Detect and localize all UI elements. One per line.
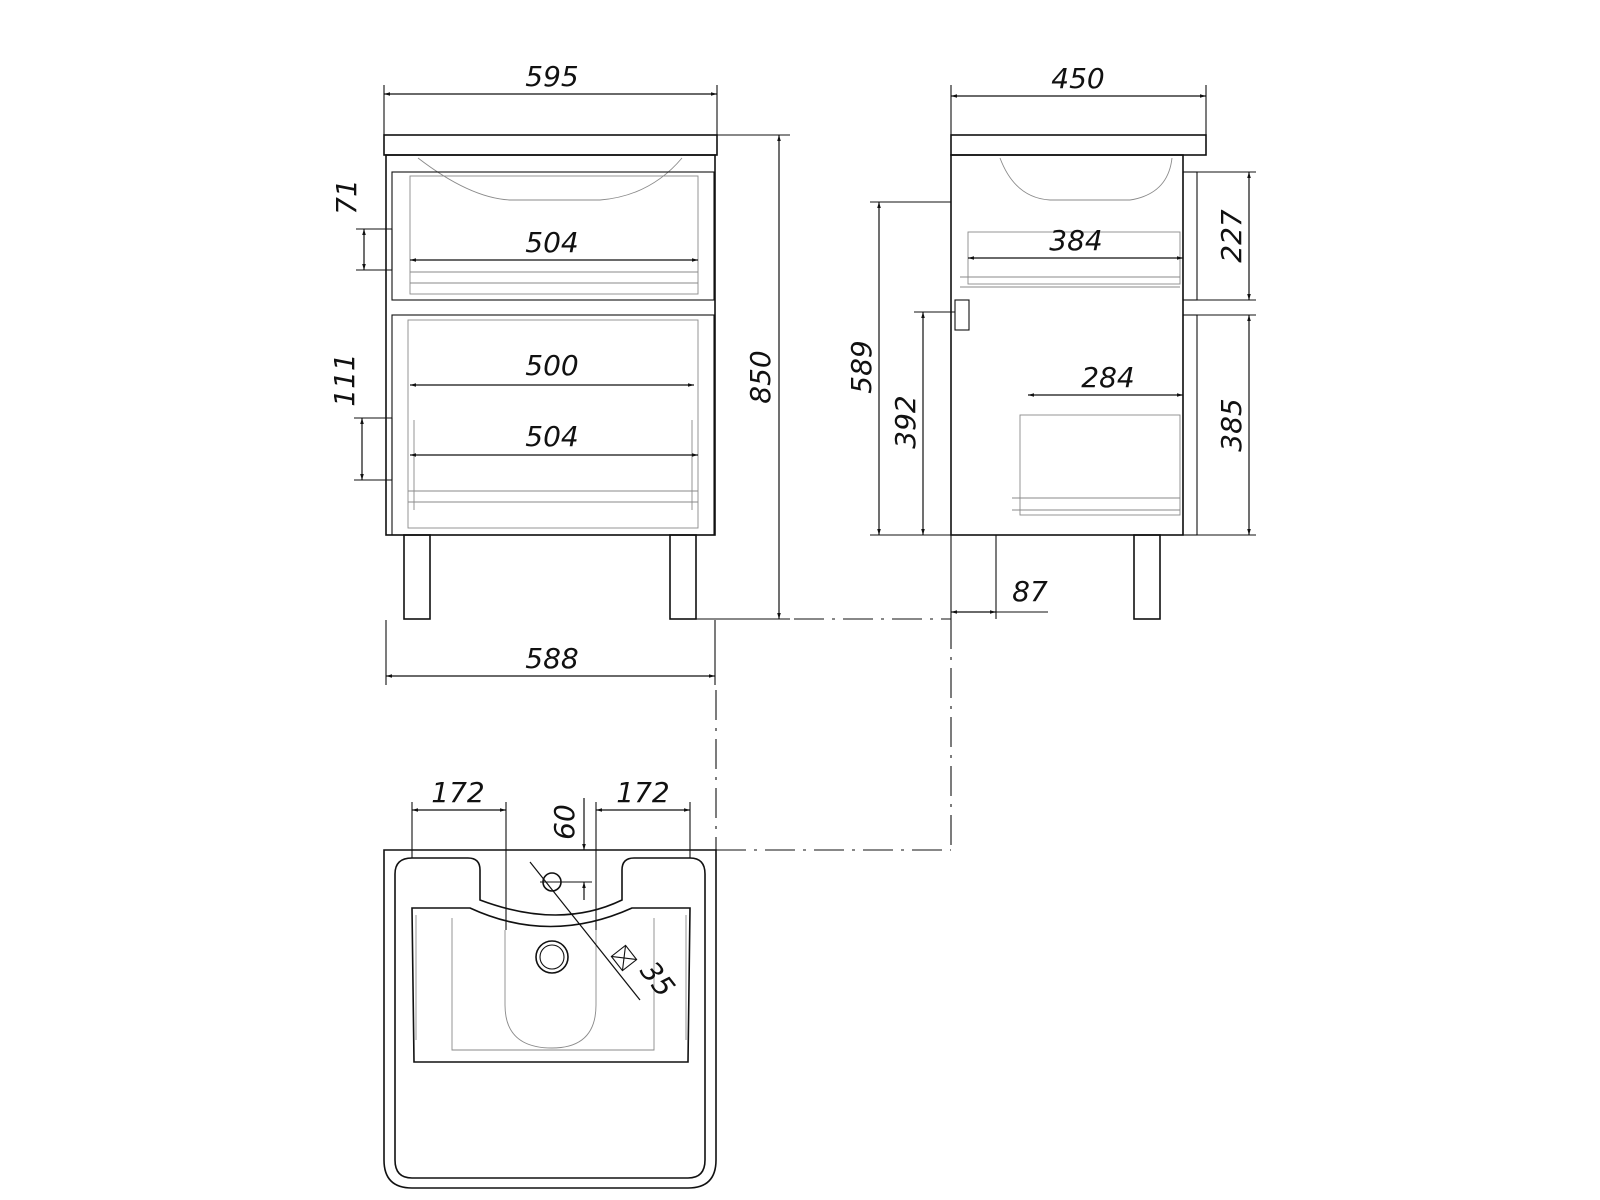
upper-drawer-box [409, 175, 699, 295]
side-basin-bowl [999, 157, 1173, 201]
top-basin-outline [383, 849, 717, 1189]
side-cabinet-body [950, 154, 1184, 536]
dim-lower-handle: 111 [328, 353, 361, 406]
dim-upper-front-height: 227 [1215, 209, 1248, 263]
dim-front-width-body: 588 [525, 642, 578, 675]
dim-upper-drawer-depth: 384 [1049, 224, 1102, 257]
front-view: 595 588 850 504 500 504 71 111 [328, 60, 790, 685]
top-basin-rim [394, 857, 706, 1179]
lower-drawer-box [407, 319, 699, 529]
dim-lower-drawer-depth: 284 [1081, 361, 1134, 394]
side-lower-front [1182, 314, 1198, 536]
projection-lines [696, 618, 952, 851]
side-siphon [954, 299, 970, 331]
front-basin-top [383, 134, 718, 156]
dim-front-height: 850 [744, 350, 777, 403]
side-view: 450 384 284 589 392 227 385 87 [845, 62, 1256, 620]
drain-hole-inner [539, 944, 565, 970]
dim-upper-drawer-width: 504 [525, 226, 578, 259]
front-left-leg [403, 534, 431, 620]
dim-lower-drawer-width-upper: 500 [525, 349, 578, 382]
diameter-symbol [610, 944, 638, 972]
top-basin-drain-channel [504, 930, 597, 1049]
dim-top-left-offset: 172 [431, 776, 484, 809]
dim-side-lower-height: 392 [889, 395, 922, 448]
top-basin-inner-cut [451, 918, 655, 1051]
dim-leg-offset: 87 [1012, 575, 1048, 608]
dim-upper-handle: 71 [330, 179, 363, 215]
dim-top-right-offset: 172 [616, 776, 669, 809]
front-cabinet-body [385, 154, 716, 536]
top-basin-bowl [411, 907, 691, 1063]
dim-side-depth: 450 [1051, 62, 1104, 95]
dim-side-body-height: 589 [845, 340, 878, 393]
top-view: 172 172 60 35 [383, 776, 717, 1189]
dim-lower-drawer-width-lower: 504 [525, 420, 578, 453]
side-lower-drawer [1019, 414, 1181, 516]
front-right-leg [669, 534, 697, 620]
front-basin-bowl [417, 157, 683, 201]
dim-tap-hole-diameter: 35 [634, 955, 682, 1003]
dim-tap-hole-offset: 60 [548, 804, 581, 840]
side-upper-front [1182, 171, 1198, 301]
dim-front-width-top: 595 [525, 60, 578, 93]
side-right-leg [1133, 534, 1161, 620]
dim-lower-front-height: 385 [1215, 398, 1248, 451]
drain-hole [535, 940, 569, 974]
side-basin-top [950, 134, 1207, 156]
